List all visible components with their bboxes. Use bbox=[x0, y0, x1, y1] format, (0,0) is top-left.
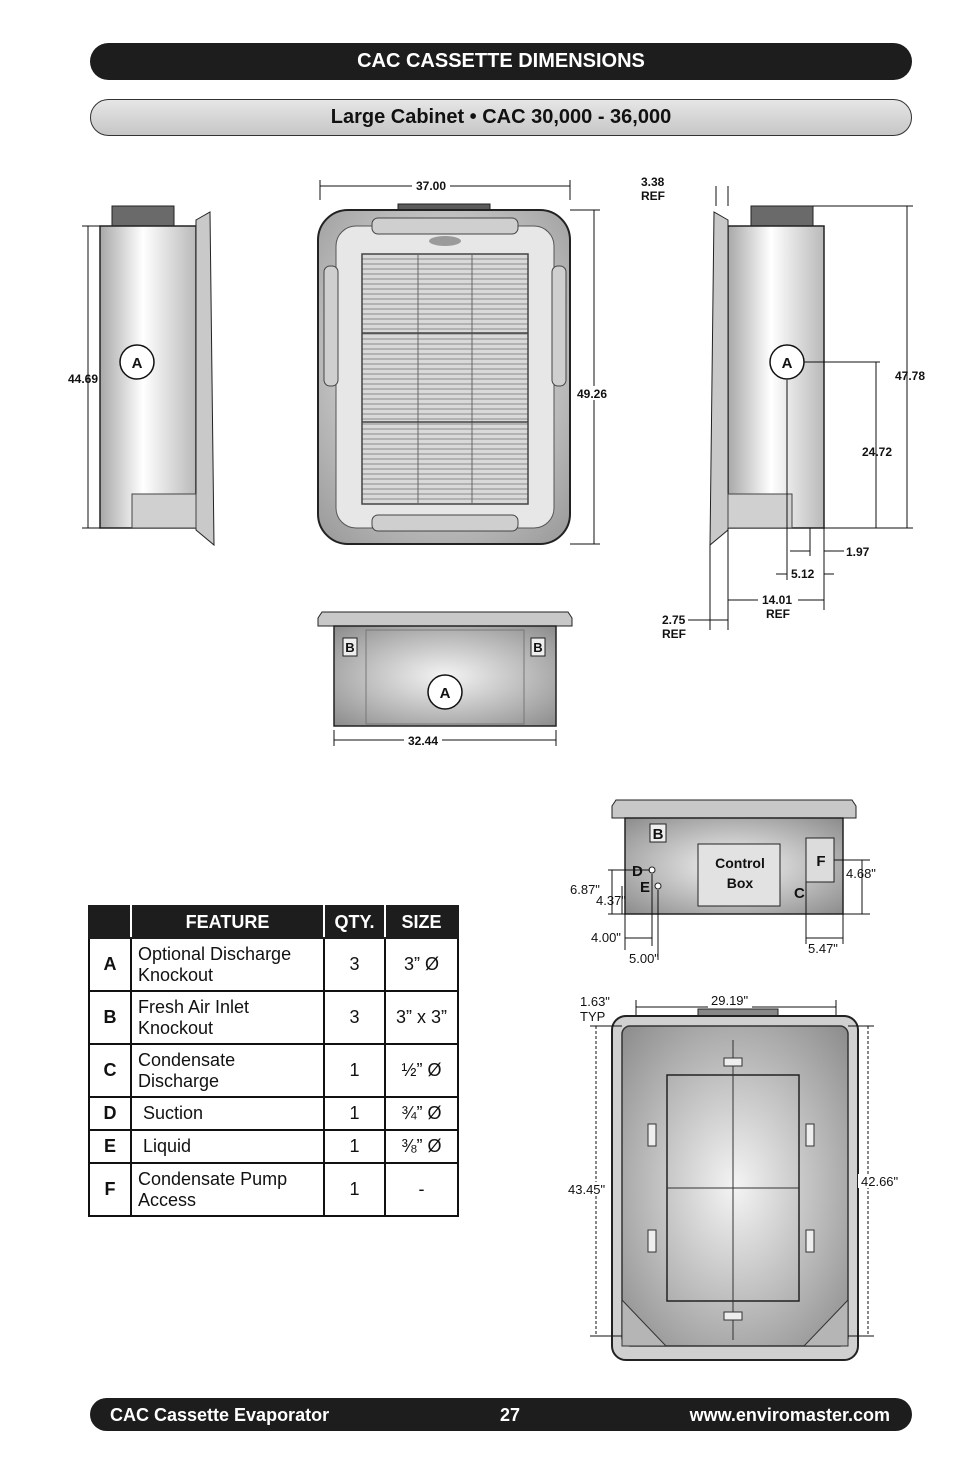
dim-top-ref: 3.38 bbox=[641, 175, 665, 189]
detail-callout-b: B bbox=[653, 826, 664, 843]
top-plan-view: 29.19" 1.63" TYP 43.45" 42.66" bbox=[568, 993, 900, 1361]
end-view: B B A 32.44 bbox=[317, 611, 573, 748]
callout-a-right: A bbox=[782, 355, 793, 372]
detail-end-view: B Control Box F C D E 6.87" 4.37" 4.00" … bbox=[570, 799, 876, 966]
row-feature-line: Knockout bbox=[138, 964, 214, 985]
row-feature-line: Suction bbox=[143, 1103, 204, 1123]
detail-dim-468: 4.68" bbox=[846, 866, 876, 881]
dim-side-right-d3-label: REF bbox=[766, 607, 790, 621]
section-subtitle: Large Cabinet • CAC 30,000 - 36,000 bbox=[90, 99, 912, 136]
dim-side-left-height: 44.69 bbox=[68, 372, 98, 386]
row-feature-line: Access bbox=[138, 1189, 197, 1210]
row-feature-line: Condensate bbox=[138, 1049, 236, 1070]
callout-b-right: B bbox=[533, 640, 542, 655]
header-qty: QTY. bbox=[323, 905, 386, 939]
dim-side-right-d2: 5.12 bbox=[791, 567, 815, 581]
row-letter: A bbox=[88, 937, 132, 992]
row-qty: 1 bbox=[323, 1129, 386, 1164]
row-qty: 1 bbox=[323, 1043, 386, 1098]
detail-callout-d: D bbox=[632, 863, 643, 880]
dim-side-right-height: 47.78 bbox=[895, 369, 925, 383]
footer-website-link[interactable]: www.enviromaster.com bbox=[689, 1405, 890, 1425]
right-side-view: A 47.78 24.72 3.38 REF 1.97 5.12 14.01 R… bbox=[641, 175, 925, 641]
row-size: ¾” Ø bbox=[384, 1096, 459, 1131]
dim-bottom-width: 32.44 bbox=[408, 734, 438, 748]
table-row: E Liquid 1 ⅜” Ø bbox=[88, 1129, 459, 1164]
dim-side-right-d1: 1.97 bbox=[846, 545, 870, 559]
header-size: SIZE bbox=[384, 905, 459, 939]
plan-dim-4266: 42.66" bbox=[861, 1174, 899, 1189]
detail-callout-f: F bbox=[816, 853, 825, 870]
row-size: ½” Ø bbox=[384, 1043, 459, 1098]
plan-dim-163: 1.63" bbox=[580, 994, 610, 1009]
row-letter: B bbox=[88, 990, 132, 1045]
detail-dim-687: 6.87" bbox=[570, 882, 600, 897]
control-box-label-1: Control bbox=[715, 855, 765, 871]
row-feature: Suction bbox=[130, 1096, 325, 1131]
row-feature-line: Discharge bbox=[138, 1070, 220, 1091]
footer-product: CAC Cassette Evaporator bbox=[110, 1405, 330, 1425]
dim-top-ref-label: REF bbox=[641, 189, 665, 203]
control-box-label-2: Box bbox=[727, 875, 754, 891]
row-qty: 3 bbox=[323, 937, 386, 992]
feature-table-header: FEATURE QTY. SIZE bbox=[88, 905, 459, 939]
row-feature-line: Fresh Air Inlet bbox=[138, 996, 250, 1017]
dim-side-right-d4-label: REF bbox=[662, 627, 686, 641]
row-feature-line: Optional Discharge bbox=[138, 943, 292, 964]
plan-dim-2919: 29.19" bbox=[711, 993, 749, 1008]
row-letter: C bbox=[88, 1043, 132, 1098]
dim-side-right-d4: 2.75 bbox=[662, 613, 686, 627]
left-side-view: A 44.69 bbox=[68, 205, 215, 547]
detail-dim-547: 5.47" bbox=[808, 941, 838, 956]
page-footer: CAC Cassette Evaporator 27 www.enviromas… bbox=[90, 1398, 912, 1431]
row-letter: D bbox=[88, 1096, 132, 1131]
row-size: 3” Ø bbox=[384, 937, 459, 992]
callout-b-left: B bbox=[345, 640, 354, 655]
dim-front-height: 49.26 bbox=[577, 387, 607, 401]
row-qty: 3 bbox=[323, 990, 386, 1045]
dim-side-right-d3: 14.01 bbox=[762, 593, 792, 607]
row-letter: F bbox=[88, 1162, 132, 1217]
dim-side-right-mid: 24.72 bbox=[862, 445, 892, 459]
page-number: 27 bbox=[500, 1405, 521, 1425]
plan-dim-typ: TYP bbox=[580, 1009, 605, 1024]
row-size: - bbox=[384, 1162, 459, 1217]
row-qty: 1 bbox=[323, 1096, 386, 1131]
plan-dim-4345: 43.45" bbox=[568, 1182, 606, 1197]
row-feature-line: Liquid bbox=[143, 1136, 192, 1156]
row-feature: Liquid bbox=[130, 1129, 325, 1164]
row-feature-line: Condensate Pump bbox=[138, 1168, 288, 1189]
detail-dim-437: 4.37" bbox=[596, 893, 626, 908]
row-feature-line: Knockout bbox=[138, 1017, 214, 1038]
row-letter: E bbox=[88, 1129, 132, 1164]
detail-callout-c: C bbox=[794, 885, 805, 902]
callout-a: A bbox=[132, 355, 143, 372]
header-feature: FEATURE bbox=[130, 905, 325, 939]
section-title: CAC CASSETTE DIMENSIONS bbox=[90, 43, 912, 80]
front-view: 37.00 49.26 bbox=[317, 179, 612, 545]
header-letter bbox=[88, 905, 132, 939]
row-size: ⅜” Ø bbox=[384, 1129, 459, 1164]
detail-dim-500: 5.00" bbox=[629, 951, 659, 966]
dim-front-width: 37.00 bbox=[416, 179, 446, 193]
callout-a-end: A bbox=[440, 685, 451, 702]
row-size: 3” x 3” bbox=[384, 990, 459, 1045]
row-qty: 1 bbox=[323, 1162, 386, 1217]
table-row: D Suction 1 ¾” Ø bbox=[88, 1096, 459, 1131]
detail-callout-e: E bbox=[640, 879, 650, 896]
detail-dim-400: 4.00" bbox=[591, 930, 621, 945]
